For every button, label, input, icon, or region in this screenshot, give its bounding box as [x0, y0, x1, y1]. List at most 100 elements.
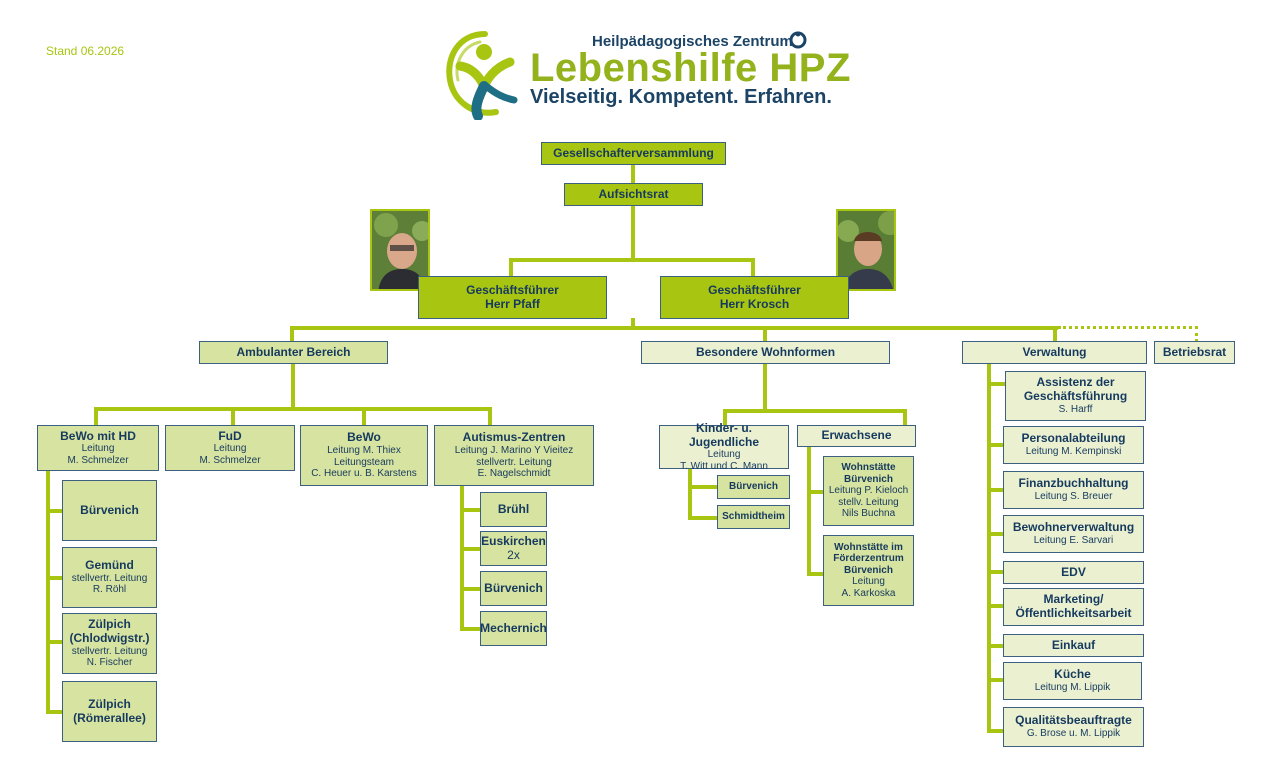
dashed-connector: [1195, 326, 1198, 342]
unit-title: Einkauf: [1051, 637, 1096, 652]
area-label: Verwaltung: [1022, 344, 1087, 359]
unit-title: Brühl: [497, 501, 530, 516]
bewohnerverwaltung-box: Bewohnerverwaltung Leitung E. Sarvari: [1003, 515, 1144, 553]
logo-subtitle: Heilpädagogisches Zentrum: [592, 33, 793, 50]
wohnstaette-foerderzentrum-box: Wohnstätte im Förderzentrum Bürvenich Le…: [823, 535, 914, 606]
connector: [807, 572, 824, 576]
person-portrait-icon: [372, 211, 428, 289]
unit-title: BeWo: [347, 430, 381, 445]
connector: [46, 576, 64, 580]
unit-title: Küche: [1054, 667, 1091, 682]
connector: [987, 570, 1004, 574]
unit-title: Bürvenich: [484, 580, 543, 595]
unit-line: 2x: [507, 547, 520, 562]
gf-name: Herr Pfaff: [485, 296, 540, 311]
assistenz-box: Assistenz der Geschäftsführung S. Harff: [1005, 371, 1146, 421]
unit-title: Bürvenich: [729, 481, 778, 493]
gesellschafterversammlung-box: Gesellschafterversammlung: [541, 142, 726, 165]
bewo-hd-box: BeWo mit HD Leitung M. Schmelzer: [37, 425, 159, 471]
unit-title: Wohnstätte: [841, 462, 896, 474]
connector: [903, 409, 907, 425]
logo-slogan: Vielseitig. Kompetent. Erfahren.: [530, 86, 832, 108]
connector: [987, 488, 1004, 492]
connector: [460, 627, 482, 631]
connector: [807, 446, 811, 576]
connector: [723, 409, 727, 425]
connector: [631, 165, 635, 183]
einkauf-box: Einkauf: [1003, 634, 1144, 657]
gf-name: Herr Krosch: [719, 296, 790, 311]
gf-title: Geschäftsführer: [466, 282, 559, 297]
unit-title: Geschäftsführung: [1023, 389, 1128, 404]
unit-title: Zülpich: [88, 696, 131, 711]
kinder-schmidtheim-box: Schmidtheim: [717, 505, 790, 529]
unit-title: Qualitätsbeauftragte: [1015, 713, 1132, 728]
edv-box: EDV: [1003, 561, 1144, 584]
connector: [460, 485, 464, 631]
unit-title: Mechernich: [480, 620, 547, 635]
unit-line: stellvertr. Leitung: [71, 645, 148, 657]
fud-box: FuD Leitung M. Schmelzer: [165, 425, 295, 471]
geschaeftsfuehrer-pfaff-box: Geschäftsführer Herr Pfaff: [418, 276, 607, 319]
kinder-buervenich-box: Bürvenich: [717, 475, 790, 499]
unit-title: Euskirchen: [481, 533, 546, 548]
unit-title: Bürvenich: [844, 564, 893, 576]
qualitaetsbeauftragte-box: Qualitätsbeauftragte G. Brose u. M. Lipp…: [1003, 707, 1144, 747]
unit-line: Leitung: [213, 443, 247, 455]
connector: [46, 470, 50, 714]
unit-title: Öffentlichkeitsarbeit: [1015, 606, 1132, 620]
unit-title: Gemünd: [85, 558, 134, 573]
unit-line: stellvertr. Leitung: [476, 456, 552, 468]
unit-title: FuD: [218, 428, 242, 443]
connector: [751, 258, 755, 278]
connector: [290, 326, 1058, 330]
unit-line: E. Nagelschmidt: [477, 468, 551, 480]
connector: [1053, 326, 1057, 342]
unit-title: Erwachsene: [821, 428, 892, 443]
connector: [688, 468, 692, 520]
unit-title: (Römerallee): [73, 710, 146, 725]
unit-line: Leitung: [81, 443, 115, 455]
unit-title: EDV: [1061, 564, 1086, 579]
unit-title: Bewohnerverwaltung: [1012, 520, 1135, 535]
connector: [987, 644, 1004, 648]
unit-title: (Chlodwigstr.): [69, 631, 150, 645]
autismus-mechernich-box: Mechernich: [480, 611, 547, 646]
connector: [987, 382, 1007, 386]
connector: [631, 205, 635, 260]
unit-title: Personalabteilung: [1021, 431, 1126, 446]
area-label: Besondere Wohnformen: [695, 344, 836, 359]
connector: [631, 318, 635, 330]
unit-title: BeWo mit HD: [60, 428, 136, 443]
gf-title: Geschäftsführer: [708, 282, 801, 297]
kueche-box: Küche Leitung M. Lippik: [1003, 662, 1142, 700]
unit-title: Autismus-Zentren: [462, 430, 566, 445]
unit-title: Zülpich: [88, 617, 131, 632]
geschaeftsfuehrer-krosch-box: Geschäftsführer Herr Krosch: [660, 276, 849, 319]
autismus-buervenich-box: Bürvenich: [480, 571, 547, 606]
erwachsene-box: Erwachsene: [797, 425, 916, 447]
betriebsrat-box: Betriebsrat: [1154, 341, 1235, 364]
connector: [987, 729, 1004, 733]
aufsichtsrat-label: Aufsichtsrat: [598, 186, 669, 201]
unit-line: M. Schmelzer: [67, 454, 129, 466]
logo: [440, 28, 820, 120]
connector: [460, 508, 482, 512]
connector: [688, 516, 718, 520]
connector: [723, 409, 907, 413]
unit-line: stellvertr. Leitung: [71, 572, 148, 584]
unit-title: Wohnstätte im: [834, 541, 903, 553]
connector: [46, 509, 64, 513]
marketing-box: Marketing/ Öffentlichkeitsarbeit: [1003, 588, 1144, 626]
connector: [291, 363, 295, 411]
bewo-box: BeWo Leitung M. Thiex Leitungsteam C. He…: [300, 425, 428, 486]
connector: [987, 532, 1004, 536]
unit-line: Leitung E. Sarvari: [1033, 535, 1114, 547]
bewo-zuelpich-roemerallee-box: Zülpich (Römerallee): [62, 681, 157, 742]
unit-title: Finanzbuchhaltung: [1018, 476, 1129, 491]
unit-line: M. Schmelzer: [199, 454, 261, 466]
unit-line: Leitung M. Kempinski: [1025, 446, 1122, 458]
unit-line: A. Karkoska: [841, 587, 896, 599]
connector: [94, 407, 98, 425]
bewo-gemuend-box: Gemünd stellvertr. Leitung R. Röhl: [62, 547, 157, 608]
